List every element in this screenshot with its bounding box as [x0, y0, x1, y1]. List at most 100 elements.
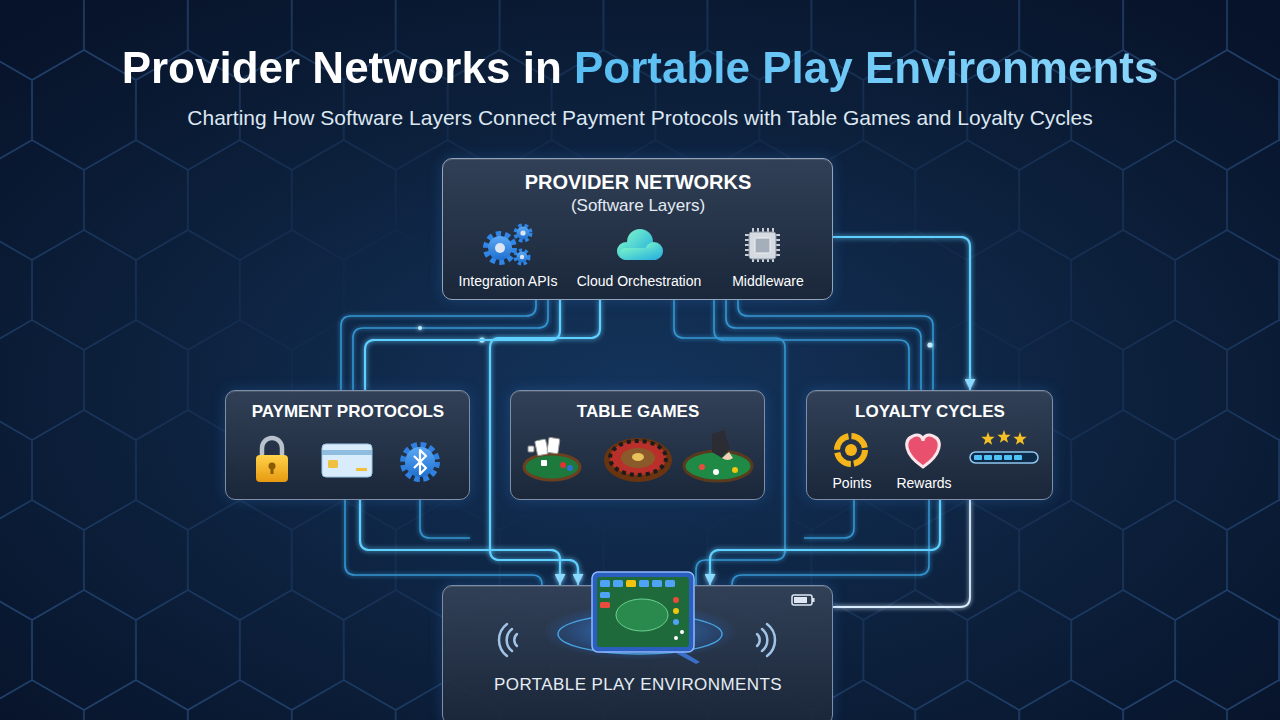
tablet-icon	[626, 580, 636, 587]
bluetooth-gear-icon	[405, 447, 435, 477]
roulette-icon	[621, 448, 655, 468]
progress-bar	[974, 455, 982, 460]
wireless-signal	[757, 634, 760, 646]
points-icon	[845, 444, 857, 456]
progress-bar	[970, 452, 1038, 463]
card-icon	[322, 444, 372, 477]
gears-icon	[486, 226, 531, 264]
progress-bar	[984, 455, 992, 460]
heart-icon	[907, 435, 940, 467]
gears-icon	[520, 255, 524, 259]
process-box: TABLE GAMES	[510, 390, 765, 500]
tablet-icon	[673, 619, 679, 625]
bluetooth-gear-icon	[403, 445, 437, 479]
dealer-table-icon	[684, 451, 752, 481]
decor-wire	[732, 500, 929, 585]
tablet-glow	[542, 604, 738, 660]
tablet-icon	[592, 572, 694, 652]
roulette-icon	[604, 438, 672, 482]
node-heading: LOYALTY CYCLES	[810, 402, 1050, 422]
lock-icon	[269, 463, 276, 470]
card-icon	[328, 460, 338, 468]
chip-icon	[749, 232, 776, 259]
diagram-title: Provider Networks in Portable Play Envir…	[122, 40, 1159, 96]
decor-wire	[353, 300, 548, 390]
gears-icon	[517, 227, 530, 240]
node-text: Cloud Orchestration	[564, 273, 714, 289]
connector	[710, 500, 940, 585]
chip-icon	[745, 228, 780, 262]
signal-dot	[418, 326, 422, 330]
tablet-icon	[597, 577, 689, 647]
tablet-icon	[613, 580, 623, 587]
node-text: Rewards	[884, 475, 964, 491]
tablet-icon	[680, 630, 684, 634]
connector	[636, 500, 638, 585]
card-table-icon	[560, 462, 566, 468]
gears-icon	[517, 252, 528, 263]
wireless-signal	[507, 629, 512, 651]
gears-icon	[488, 236, 512, 260]
heart-icon	[907, 435, 940, 467]
star-rating	[981, 432, 994, 445]
lock-icon	[256, 438, 288, 482]
card-icon	[322, 444, 372, 477]
bluetooth-gear-icon	[403, 445, 437, 479]
progress-bar	[1014, 455, 1022, 460]
node-text: (Software Layers)	[448, 196, 828, 216]
card-table-icon	[567, 465, 573, 471]
battery-icon	[792, 595, 815, 605]
node-text: Integration APIs	[444, 273, 572, 289]
connector	[833, 237, 970, 390]
tablet-icon	[676, 650, 700, 664]
tablet-icon	[673, 608, 679, 614]
card-icon	[356, 468, 367, 471]
wireless-signal	[767, 624, 775, 656]
tablet-icon	[600, 592, 610, 598]
tablet-icon	[592, 572, 700, 664]
cloud-icon	[620, 248, 660, 260]
cloud-icon	[617, 242, 635, 260]
decor-wire	[345, 500, 542, 585]
connector	[365, 300, 560, 390]
progress-bar	[970, 452, 1038, 463]
card-table-icon	[524, 454, 580, 480]
dealer-table-icon	[684, 430, 752, 481]
node-heading: PORTABLE PLAY ENVIRONMENTS	[448, 675, 828, 695]
connector	[360, 500, 560, 585]
decor-wire	[341, 300, 536, 390]
tablet-icon	[639, 580, 649, 587]
dealer-table-icon	[699, 464, 705, 470]
roulette-icon	[632, 453, 644, 461]
points-icon	[837, 436, 865, 464]
dealer-table-icon	[712, 430, 730, 458]
gears-icon	[516, 251, 529, 264]
card-table-icon	[535, 439, 549, 456]
decor-wire	[420, 500, 470, 538]
gears-icon	[495, 243, 505, 253]
node-text: Points	[817, 475, 887, 491]
decor-wire	[714, 300, 909, 390]
card-icon	[322, 450, 372, 455]
tablet-icon	[652, 580, 662, 587]
wireless-signal	[514, 634, 517, 646]
gears-icon	[486, 234, 514, 262]
cloud-icon	[645, 242, 663, 260]
lock-icon	[262, 438, 282, 457]
dealer-table-icon	[732, 467, 738, 473]
star-rating	[997, 430, 1010, 443]
points-icon	[837, 436, 865, 464]
gears-icon	[520, 230, 525, 235]
decor-wire	[804, 500, 854, 538]
tablet-icon	[673, 597, 679, 603]
node-heading: PROVIDER NETWORKS	[448, 171, 828, 194]
decor-wire	[738, 300, 933, 390]
chip-icon	[745, 228, 780, 262]
decor-wire	[833, 500, 970, 607]
tablet-icon	[600, 580, 610, 587]
provider-box: PROVIDER NETWORKS(Software Layers) Integr…	[442, 158, 833, 300]
gears-icon	[516, 226, 531, 241]
device-box: PORTABLE PLAY ENVIRONMENTS	[442, 585, 833, 720]
wireless-signal	[499, 624, 507, 656]
battery-icon	[792, 595, 812, 605]
